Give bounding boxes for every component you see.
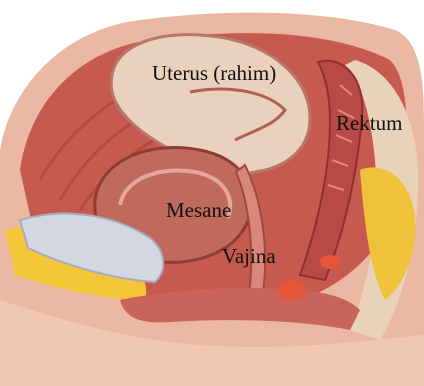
red-tissue-1 [278, 280, 306, 300]
label-mesane: Mesane [166, 200, 231, 221]
label-rektum: Rektum [336, 113, 403, 134]
label-uterus: Uterus (rahim) [152, 63, 276, 84]
label-vajina: Vajina [222, 246, 276, 267]
red-tissue-2 [320, 255, 340, 269]
